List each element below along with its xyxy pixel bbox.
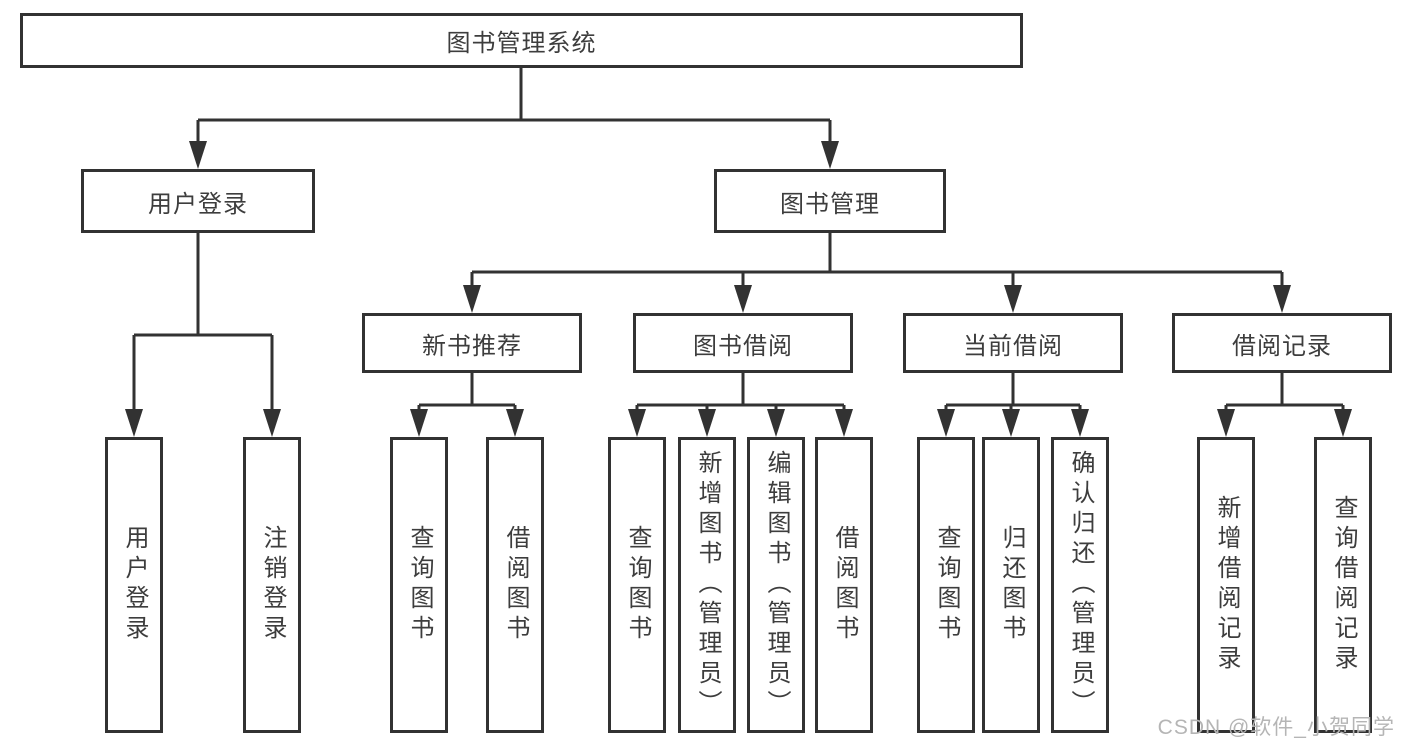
leaf-logout-label: 注销登录	[259, 525, 286, 645]
connector-current-borrow-split	[944, 373, 1082, 410]
arrowhead	[125, 409, 143, 437]
connector-user-login-split	[132, 233, 274, 410]
node-root-label: 图书管理系统	[446, 30, 597, 57]
leaf-add-books-admin-label: 新增图书（管理员）	[694, 450, 721, 720]
leaf-add-borrow-record-label: 新增借阅记录	[1213, 495, 1240, 675]
leaf-borrow-books-recommend-label: 借阅图书	[502, 525, 529, 645]
arrowhead	[189, 141, 207, 169]
arrowhead	[263, 409, 281, 437]
leaf-query-borrow-record: 查询借阅记录	[1314, 437, 1372, 733]
arrowhead	[835, 409, 853, 437]
connector-new-books-split	[417, 373, 517, 410]
node-book-borrow: 图书借阅	[633, 313, 853, 373]
node-book-management-label: 图书管理	[780, 190, 880, 218]
leaf-query-books-borrow-label: 查询图书	[624, 525, 651, 645]
arrowhead	[1002, 409, 1020, 437]
node-current-borrow-label: 当前借阅	[963, 332, 1063, 360]
node-root: 图书管理系统	[20, 13, 1023, 68]
connector-book-borrow-split	[635, 373, 846, 410]
arrowhead	[698, 409, 716, 437]
arrowhead	[628, 409, 646, 437]
arrowhead	[410, 409, 428, 437]
arrowhead	[937, 409, 955, 437]
leaf-query-books-borrow: 查询图书	[608, 437, 666, 733]
leaf-edit-books-admin-label: 编辑图书（管理员）	[763, 450, 790, 720]
arrowhead	[1004, 285, 1022, 313]
leaf-user-login: 用户登录	[105, 437, 163, 733]
connector-root-split	[196, 68, 832, 142]
arrowhead	[1217, 409, 1235, 437]
node-book-borrow-label: 图书借阅	[693, 332, 793, 360]
leaf-query-books-recommend: 查询图书	[390, 437, 448, 733]
leaf-edit-books-admin: 编辑图书（管理员）	[747, 437, 805, 733]
leaf-add-borrow-record: 新增借阅记录	[1197, 437, 1255, 733]
leaf-borrow-books-label: 借阅图书	[831, 525, 858, 645]
arrowhead	[1273, 285, 1291, 313]
node-user-login-label: 用户登录	[148, 190, 248, 218]
node-user-login: 用户登录	[81, 169, 315, 233]
arrowhead	[821, 141, 839, 169]
node-borrow-records-label: 借阅记录	[1232, 332, 1332, 360]
arrowhead	[463, 285, 481, 313]
arrowhead	[734, 285, 752, 313]
leaf-return-books: 归还图书	[982, 437, 1040, 733]
leaf-borrow-books: 借阅图书	[815, 437, 873, 733]
arrowheads	[125, 141, 1352, 437]
node-new-book-recommend-label: 新书推荐	[422, 332, 522, 360]
node-borrow-records: 借阅记录	[1172, 313, 1392, 373]
node-current-borrow: 当前借阅	[903, 313, 1123, 373]
arrowhead	[506, 409, 524, 437]
leaf-borrow-books-recommend: 借阅图书	[486, 437, 544, 733]
leaf-add-books-admin: 新增图书（管理员）	[678, 437, 736, 733]
node-new-book-recommend: 新书推荐	[362, 313, 582, 373]
leaf-query-books-current: 查询图书	[917, 437, 975, 733]
arrowhead	[1071, 409, 1089, 437]
leaf-logout: 注销登录	[243, 437, 301, 733]
connector-book-mgmt-split	[470, 233, 1284, 286]
leaf-query-books-current-label: 查询图书	[933, 525, 960, 645]
connector-paths	[132, 68, 1345, 410]
arrowhead	[767, 409, 785, 437]
leaf-confirm-return-admin-label: 确认归还（管理员）	[1067, 450, 1094, 720]
node-book-management: 图书管理	[714, 169, 946, 233]
watermark: CSDN @软件_小贺同学	[1157, 716, 1395, 739]
leaf-query-borrow-record-label: 查询借阅记录	[1330, 495, 1357, 675]
arrowhead	[1334, 409, 1352, 437]
leaf-return-books-label: 归还图书	[998, 525, 1025, 645]
connector-borrow-records-split	[1224, 373, 1345, 410]
leaf-query-books-recommend-label: 查询图书	[406, 525, 433, 645]
leaf-confirm-return-admin: 确认归还（管理员）	[1051, 437, 1109, 733]
leaf-user-login-label: 用户登录	[121, 525, 148, 645]
